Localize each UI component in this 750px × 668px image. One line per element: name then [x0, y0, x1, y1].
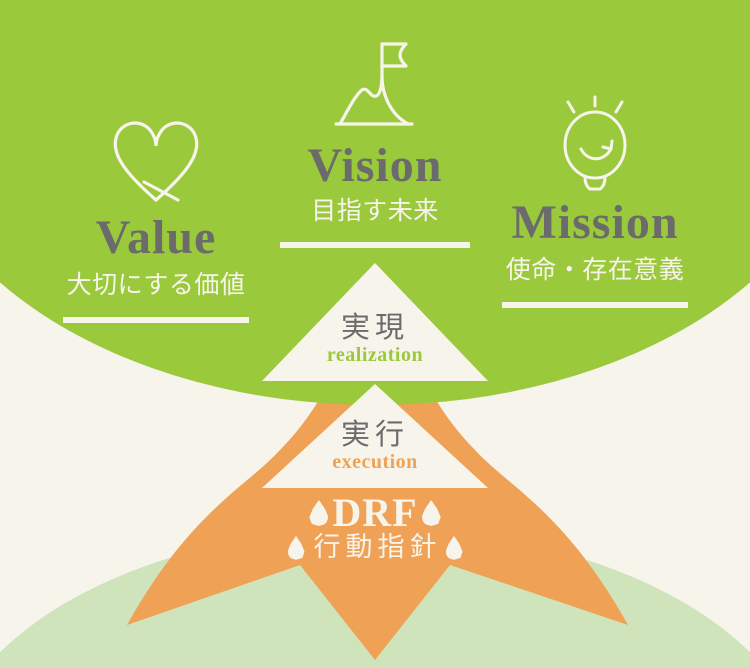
pillar-underline — [280, 242, 470, 248]
drf-block: DRF 行動指針 — [250, 493, 500, 563]
pillar-underline — [63, 317, 249, 323]
pillar-title: Mission — [511, 196, 679, 249]
water-drop-icon — [445, 535, 463, 560]
drf-subtitle: 行動指針 — [313, 532, 442, 562]
pillar-subtitle: 大切にする価値 — [66, 271, 246, 299]
realization-triangle — [262, 263, 488, 381]
execution-triangle — [262, 384, 488, 488]
pillar-value: Value 大切にする価値 — [41, 110, 271, 323]
pillar-title: Vision — [307, 139, 443, 192]
pillar-vision: Vision 目指す未来 — [260, 32, 490, 248]
pillar-mission: Mission 使命・存在意義 — [480, 95, 710, 308]
water-drop-icon — [421, 500, 441, 526]
water-drop-icon — [287, 535, 305, 560]
pillar-subtitle: 目指す未来 — [311, 197, 439, 225]
mountain-flag-icon — [334, 42, 414, 126]
drf-subtitle-row: 行動指針 — [250, 532, 500, 563]
pillar-underline — [502, 302, 688, 308]
pillar-title: Value — [95, 211, 217, 264]
pillar-subtitle: 使命・存在意義 — [505, 256, 685, 284]
lightbulb-smile-icon — [563, 95, 627, 191]
heart-icon — [113, 121, 199, 203]
drf-title-row: DRF — [250, 493, 500, 533]
drf-title: DRF — [332, 490, 418, 535]
water-drop-icon — [309, 500, 329, 526]
